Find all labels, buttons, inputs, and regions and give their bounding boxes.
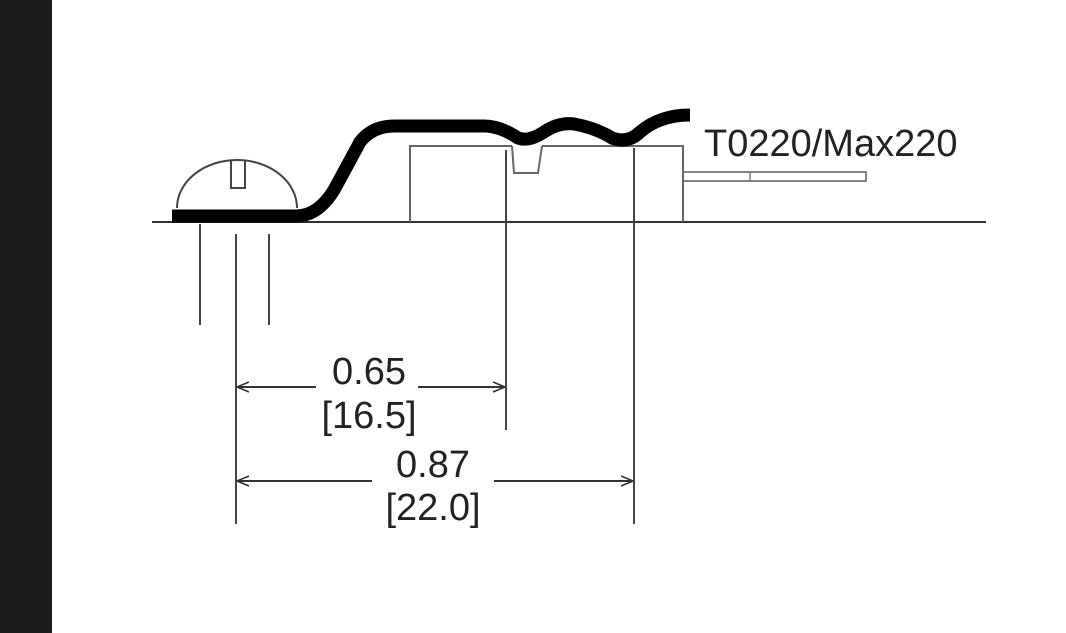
mounting-clip: [172, 108, 691, 223]
dimension-0-87-mm: [22.0]: [385, 487, 480, 529]
dimension-0-87-inches: 0.87: [396, 444, 470, 486]
package-body: [409, 145, 684, 222]
package-lead: [682, 171, 867, 182]
dimension-0-65-inches: 0.65: [332, 351, 406, 393]
screw-head: [176, 159, 298, 209]
dimension-0-65-mm: [16.5]: [321, 395, 416, 437]
part-label: T0220/Max220: [704, 123, 958, 165]
left-dark-bar: [0, 0, 52, 633]
